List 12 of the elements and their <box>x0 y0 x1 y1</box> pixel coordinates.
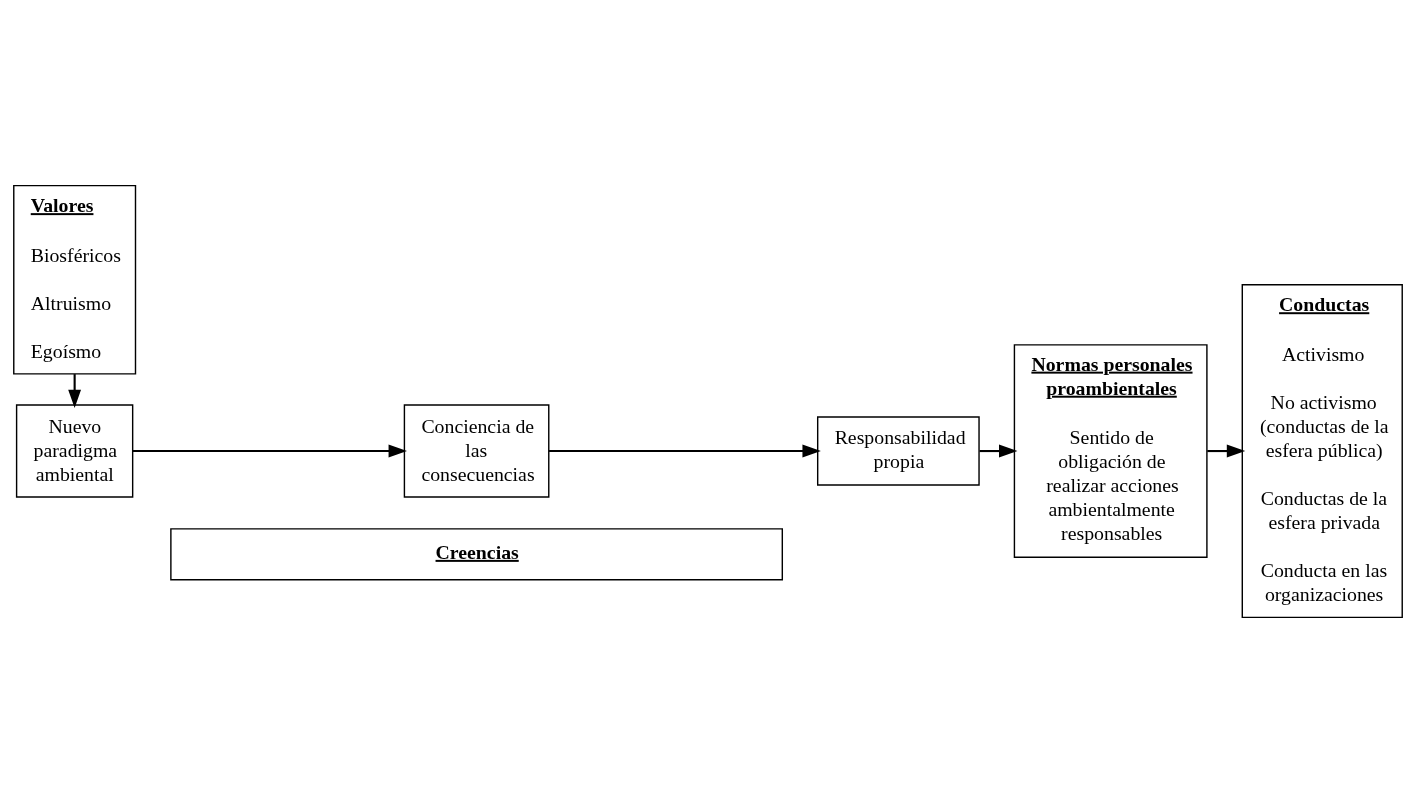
node-box: Creencias <box>170 528 783 581</box>
arrow <box>549 444 821 458</box>
node-box: Conciencia de las consecuencias <box>403 404 550 498</box>
node-box: Normas personales proambientales Sentido de obligación de realizar acciones ambientalmente responsables <box>1013 344 1208 558</box>
node-box: Valores Biosféricos Altruismo Egoísmo <box>13 184 137 375</box>
arrow <box>979 444 1018 458</box>
node-box: Nuevo paradigma ambiental <box>15 404 134 498</box>
arrow <box>68 374 82 409</box>
arrow <box>132 444 407 458</box>
arrow <box>1207 444 1246 458</box>
node-box: Responsabilidad propia <box>817 416 980 486</box>
node-box: Conductas Activismo No activismo (conductas de la esfera pública) Conductas de la esfera privada Conducta en las organizaciones <box>1241 284 1403 619</box>
